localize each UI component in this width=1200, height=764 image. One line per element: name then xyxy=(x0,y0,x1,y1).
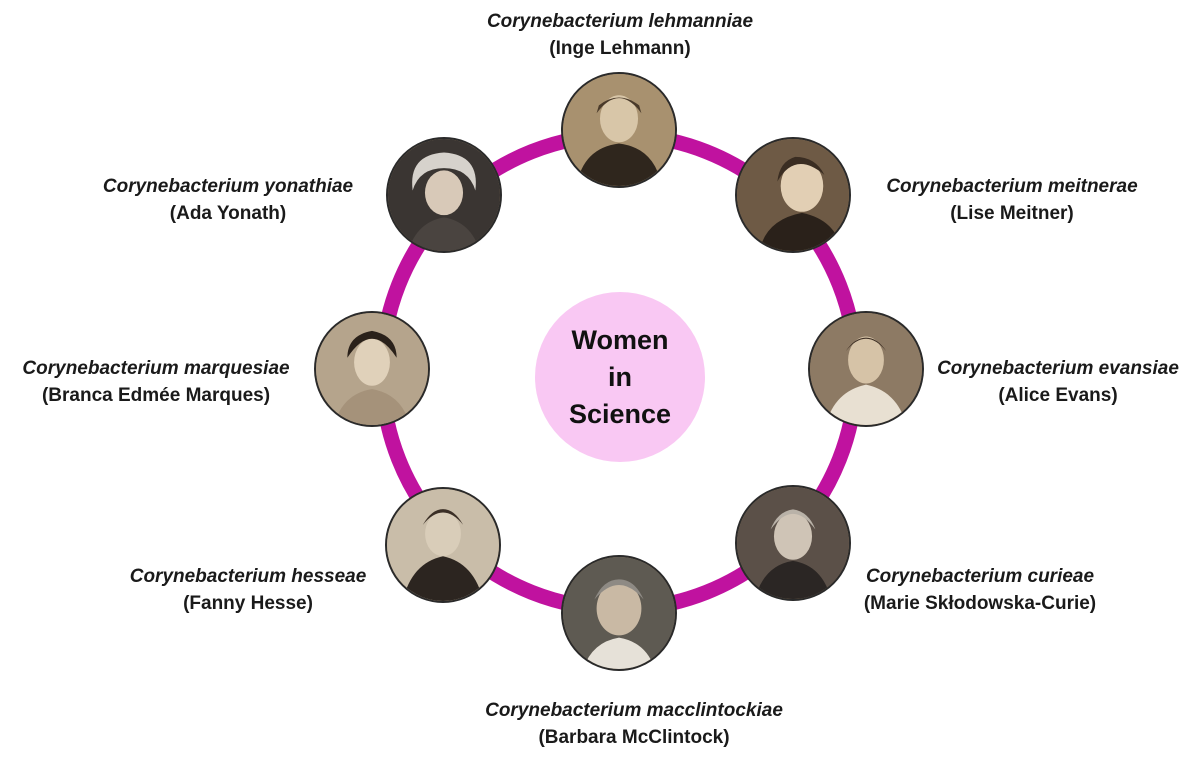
center-topic-circle: Women in Science xyxy=(535,292,705,462)
scientist-name: (Barbara McClintock) xyxy=(538,727,730,748)
portrait-photo-icon xyxy=(563,557,675,669)
scientist-name: (Inge Lehmann) xyxy=(549,38,691,59)
scientist-name: (Ada Yonath) xyxy=(169,203,287,224)
portrait-photo-icon xyxy=(387,489,499,601)
node-label-hesse: Corynebacterium hesseae (Fanny Hesse) xyxy=(130,563,367,617)
portrait-yonath xyxy=(386,137,502,253)
species-name: Corynebacterium meitnerae xyxy=(886,176,1138,197)
node-label-marques: Corynebacterium marquesiae (Branca Edmée… xyxy=(22,355,289,409)
portrait-hesse xyxy=(385,487,501,603)
species-name: Corynebacterium lehmanniae xyxy=(486,11,754,32)
species-name: Corynebacterium evansiae xyxy=(937,358,1179,379)
node-label-mcclintock: Corynebacterium macclintockiae (Barbara … xyxy=(485,697,783,751)
portrait-photo-icon xyxy=(316,313,428,425)
center-topic-label: Women in Science xyxy=(568,324,672,429)
species-name: Corynebacterium marquesiae xyxy=(22,358,290,379)
node-label-meitner: Corynebacterium meitnerae (Lise Meitner) xyxy=(886,173,1137,227)
scientist-name: (Marie Skłodowska-Curie) xyxy=(863,593,1097,614)
portrait-photo-icon xyxy=(737,139,849,251)
node-label-yonath: Corynebacterium yonathiae (Ada Yonath) xyxy=(103,173,353,227)
portrait-curie xyxy=(735,485,851,601)
portrait-photo-icon xyxy=(810,313,922,425)
portrait-mcclintock xyxy=(561,555,677,671)
portrait-marques xyxy=(314,311,430,427)
species-name: Corynebacterium curieae xyxy=(865,566,1095,587)
portrait-photo-icon xyxy=(388,139,500,251)
species-name: Corynebacterium yonathiae xyxy=(102,176,354,197)
scientist-name: (Fanny Hesse) xyxy=(183,593,313,614)
species-name: Corynebacterium hesseae xyxy=(129,566,367,587)
scientist-name: (Branca Edmée Marques) xyxy=(41,385,271,406)
node-label-lehmann: Corynebacterium lehmanniae (Inge Lehmann… xyxy=(487,8,753,62)
portrait-lehmann xyxy=(561,72,677,188)
portrait-photo-icon xyxy=(563,74,675,186)
node-label-evans: Corynebacterium evansiae (Alice Evans) xyxy=(937,355,1179,409)
species-name: Corynebacterium macclintockiae xyxy=(485,700,783,721)
scientist-name: (Alice Evans) xyxy=(998,385,1118,406)
portrait-photo-icon xyxy=(737,487,849,599)
portrait-meitner xyxy=(735,137,851,253)
scientist-name: (Lise Meitner) xyxy=(950,203,1074,224)
portrait-evans xyxy=(808,311,924,427)
node-label-curie: Corynebacterium curieae (Marie Skłodowsk… xyxy=(864,563,1096,617)
